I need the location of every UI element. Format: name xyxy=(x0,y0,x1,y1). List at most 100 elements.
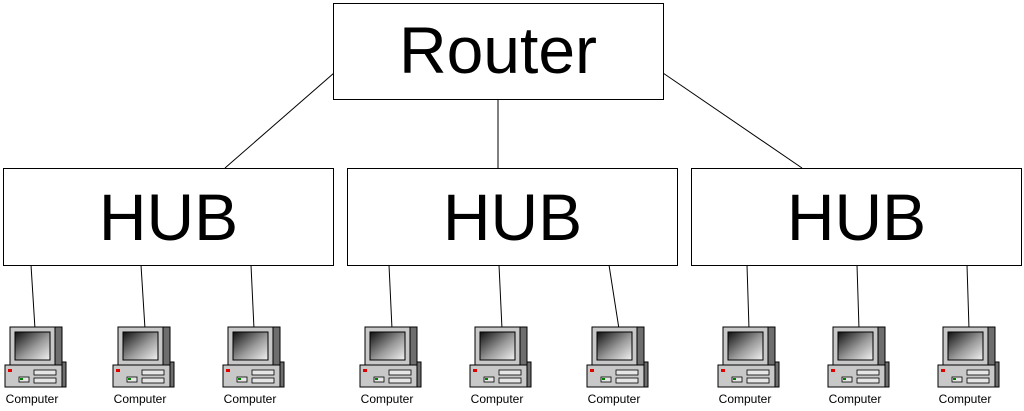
system-unit xyxy=(937,364,996,388)
link-hub-computer xyxy=(966,264,970,330)
computer-icon xyxy=(112,326,175,388)
computer-label: Computer xyxy=(6,392,59,406)
activity-led-icon xyxy=(375,378,378,380)
drive-bay-icon xyxy=(746,369,770,376)
computer-node: Computer xyxy=(359,264,422,406)
hub-label: HUB xyxy=(99,180,238,254)
system-unit-side xyxy=(884,361,890,388)
monitor-screen xyxy=(837,331,874,361)
activity-led-icon xyxy=(953,378,956,380)
floppy-slot-icon xyxy=(600,376,612,383)
computer-label: Computer xyxy=(829,392,882,406)
system-unit-side xyxy=(169,361,175,388)
system-unit xyxy=(222,364,281,388)
computer-icon xyxy=(586,326,649,388)
monitor-side xyxy=(767,326,776,366)
floppy-slot-icon xyxy=(373,376,385,383)
computer-icon xyxy=(469,326,532,388)
hub-label: HUB xyxy=(787,180,926,254)
system-unit-side xyxy=(774,361,780,388)
hub-node-1: HUB Computer Computer Computer xyxy=(3,168,334,406)
computer-node: Computer xyxy=(222,264,285,406)
computer-label: Computer xyxy=(361,392,414,406)
drive-bay-icon xyxy=(615,377,639,384)
power-led-icon xyxy=(363,369,367,372)
link-hub-computer xyxy=(856,264,860,330)
computer-node: Computer xyxy=(586,264,649,406)
monitor-screen xyxy=(14,331,51,361)
computer-node: Computer xyxy=(827,264,890,406)
link-router-hub-3 xyxy=(662,72,803,169)
computer-label: Computer xyxy=(224,392,277,406)
floppy-slot-icon xyxy=(18,376,30,383)
drive-bay-icon xyxy=(746,377,770,384)
floppy-slot-icon xyxy=(483,376,495,383)
computer-node: Computer xyxy=(112,264,175,406)
link-hub-computer xyxy=(30,264,36,330)
monitor-screen xyxy=(122,331,159,361)
drive-bay-icon xyxy=(615,369,639,376)
drive-bay-icon xyxy=(33,369,57,376)
activity-led-icon xyxy=(602,378,605,380)
monitor-screen xyxy=(596,331,633,361)
hub-box xyxy=(691,168,1022,266)
system-unit-side xyxy=(526,361,532,388)
monitor-side xyxy=(54,326,63,366)
drive-bay-icon xyxy=(856,369,880,376)
system-unit-side xyxy=(643,361,649,388)
system-unit-side xyxy=(994,361,1000,388)
power-led-icon xyxy=(721,369,725,372)
computer-label: Computer xyxy=(588,392,641,406)
power-led-icon xyxy=(8,369,12,372)
system-unit xyxy=(359,364,418,388)
drive-bay-icon xyxy=(856,377,880,384)
monitor-side xyxy=(987,326,996,366)
monitor-side xyxy=(409,326,418,366)
monitor-screen xyxy=(947,331,984,361)
computer-label: Computer xyxy=(471,392,524,406)
system-unit-side xyxy=(279,361,285,388)
system-unit xyxy=(586,364,645,388)
floppy-slot-icon xyxy=(126,376,138,383)
link-hub-computer xyxy=(388,264,393,330)
router-label: Router xyxy=(399,13,597,87)
drive-bay-icon xyxy=(251,369,275,376)
drive-bay-icon xyxy=(141,369,165,376)
drive-bay-icon xyxy=(33,377,57,384)
link-hub-computer xyxy=(746,264,750,330)
monitor-screen xyxy=(369,331,406,361)
monitor-side xyxy=(162,326,171,366)
system-unit xyxy=(827,364,886,388)
computer-node: Computer xyxy=(937,264,1000,406)
computer-icon xyxy=(4,326,67,388)
link-hub-computer xyxy=(608,264,620,330)
drive-bay-icon xyxy=(141,377,165,384)
drive-bay-icon xyxy=(498,369,522,376)
system-unit xyxy=(717,364,776,388)
activity-led-icon xyxy=(733,378,736,380)
drive-bay-icon xyxy=(388,377,412,384)
power-led-icon xyxy=(116,369,120,372)
hub-box xyxy=(347,168,678,266)
link-hub-computer xyxy=(250,264,255,330)
monitor-side xyxy=(636,326,645,366)
drive-bay-icon xyxy=(966,369,990,376)
system-unit-side xyxy=(61,361,67,388)
computer-node: Computer xyxy=(717,264,780,406)
monitor-side xyxy=(272,326,281,366)
floppy-slot-icon xyxy=(951,376,963,383)
system-unit xyxy=(469,364,528,388)
drive-bay-icon xyxy=(498,377,522,384)
monitor-side xyxy=(519,326,528,366)
hub-box xyxy=(3,168,334,266)
monitor-screen xyxy=(479,331,516,361)
computer-label: Computer xyxy=(114,392,167,406)
link-router-hub-1 xyxy=(224,72,335,169)
drive-bay-icon xyxy=(251,377,275,384)
power-led-icon xyxy=(941,369,945,372)
power-led-icon xyxy=(226,369,230,372)
router-hub-links xyxy=(224,72,803,169)
